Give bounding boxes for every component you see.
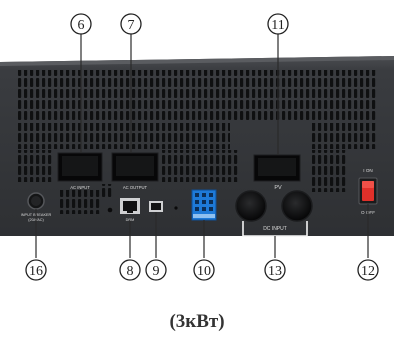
screw (174, 206, 178, 210)
callout-circle (145, 259, 167, 281)
ac-input-label: AC INPUT (70, 185, 90, 190)
callout-7: 7 (120, 13, 142, 35)
callout-circle (25, 259, 47, 281)
callout-number: 12 (361, 264, 375, 279)
terminal-block (191, 189, 217, 221)
callout-circle (264, 259, 286, 281)
ac-output-socket (111, 152, 159, 182)
usb-port (149, 201, 163, 212)
rj45-comm-port (120, 198, 140, 214)
callout-circle (357, 259, 379, 281)
leader-lines (35, 34, 369, 258)
vent-grilles (18, 70, 378, 214)
callout-number: 9 (153, 264, 160, 279)
callout-6: 6 (70, 13, 92, 35)
pv-input-socket (253, 154, 301, 182)
figure-caption: (3кВт) (169, 311, 225, 332)
comm-port-label: DRM (126, 218, 135, 222)
callout-11: 11 (267, 13, 289, 35)
callout-number: 7 (128, 18, 135, 33)
switch-on-label: I ON (363, 168, 372, 173)
dc-terminal-positive (281, 190, 313, 222)
callouts: 6 7 8 9 10 11 12 13 16 (25, 13, 379, 281)
ac-input-socket (57, 152, 103, 182)
callout-8: 8 (119, 259, 141, 281)
dc-terminal-negative (235, 190, 267, 222)
callout-number: 13 (268, 264, 282, 279)
input-breaker (27, 192, 45, 210)
screw (107, 207, 113, 213)
callout-circle (267, 13, 289, 35)
callout-13: 13 (264, 259, 286, 281)
pv-label: PV (274, 185, 282, 191)
callout-9: 9 (145, 259, 167, 281)
ac-output-label: AC OUTPUT (123, 185, 148, 190)
callout-number: 10 (197, 264, 211, 279)
callout-circle (193, 259, 215, 281)
callout-10: 10 (193, 259, 215, 281)
callout-16: 16 (25, 259, 47, 281)
callout-number: 8 (127, 264, 134, 279)
callout-circle (120, 13, 142, 35)
callout-circle (70, 13, 92, 35)
callout-number: 16 (29, 264, 43, 279)
callout-12: 12 (357, 259, 379, 281)
callout-number: 6 (78, 18, 85, 33)
callout-number: 11 (271, 18, 284, 33)
callout-circle (119, 259, 141, 281)
power-rocker-switch (358, 177, 378, 205)
dc-input-label: DC INPUT (263, 226, 287, 232)
